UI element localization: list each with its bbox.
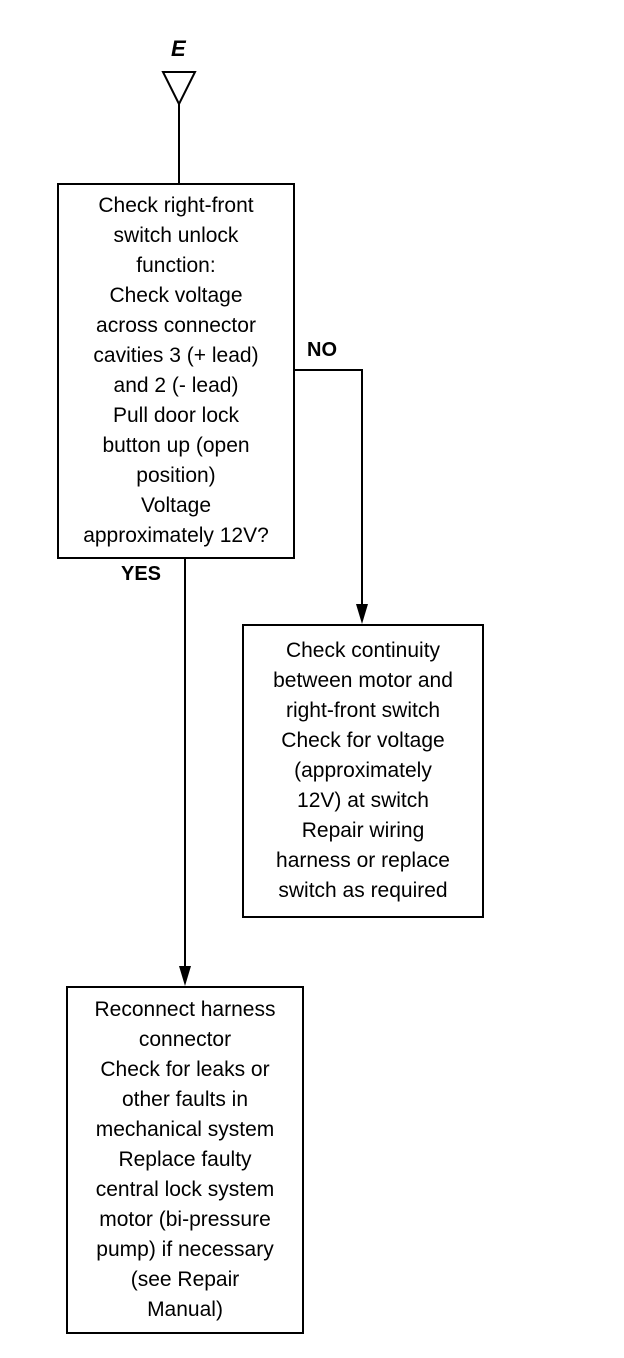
box-text-line: (approximately [294, 759, 432, 782]
yes-branch-arrowhead [179, 966, 191, 986]
box-text-line: position) [136, 464, 216, 487]
box-text-line: Check for voltage [281, 729, 445, 752]
box-text-line: Check for leaks or [100, 1058, 270, 1081]
box-text-line: right-front switch [285, 699, 441, 722]
box-text-line: Reconnect harness [94, 998, 276, 1021]
box-text-line: motor (bi-pressure [99, 1208, 271, 1231]
box-text-line: central lock system [95, 1178, 275, 1201]
connector-label: E [171, 36, 186, 61]
decision-box: Check right-front switch unlock function: C… [57, 183, 295, 559]
box-text-line: button up (open [102, 434, 250, 457]
box-text-line: connector [138, 1028, 232, 1051]
box-text-line: Voltage [140, 494, 212, 517]
no-label: NO [307, 339, 337, 361]
no-action-box: Check continuity between motor and right-f… [242, 624, 484, 918]
box-text-line: Replace faulty [118, 1148, 252, 1171]
yes-label: YES [121, 563, 162, 585]
box-text-line: mechanical system [95, 1118, 275, 1141]
connector-triangle [161, 71, 197, 107]
box-text-line: Manual) [147, 1298, 223, 1321]
box-text-line: pump) if necessary [96, 1238, 274, 1261]
box-text-line: harness or replace [276, 849, 450, 872]
box-text-line: between motor and [273, 669, 453, 692]
box-text-line: across connector [96, 314, 256, 337]
box-text-line: cavities 3 (+ lead) [93, 344, 259, 367]
box-text-line: approximately 12V? [83, 524, 269, 547]
box-text-line: Check right-front [98, 194, 254, 217]
box-text-line: switch as required [278, 879, 448, 902]
box-text-line: Repair wiring [301, 819, 425, 842]
no-branch-arrowhead [356, 604, 368, 624]
box-text-line: (see Repair [130, 1268, 240, 1291]
box-text-line: Check voltage [109, 284, 243, 307]
box-text-line: function: [136, 254, 216, 277]
no-branch-line [293, 369, 363, 612]
box-text-line: other faults in [121, 1088, 249, 1111]
box-text-line: Check continuity [285, 639, 441, 662]
box-text-line: and 2 (- lead) [113, 374, 239, 397]
box-text-line: 12V) at switch [297, 789, 429, 812]
box-text-line: Pull door lock [112, 404, 240, 427]
box-text-line: switch unlock [113, 224, 239, 247]
